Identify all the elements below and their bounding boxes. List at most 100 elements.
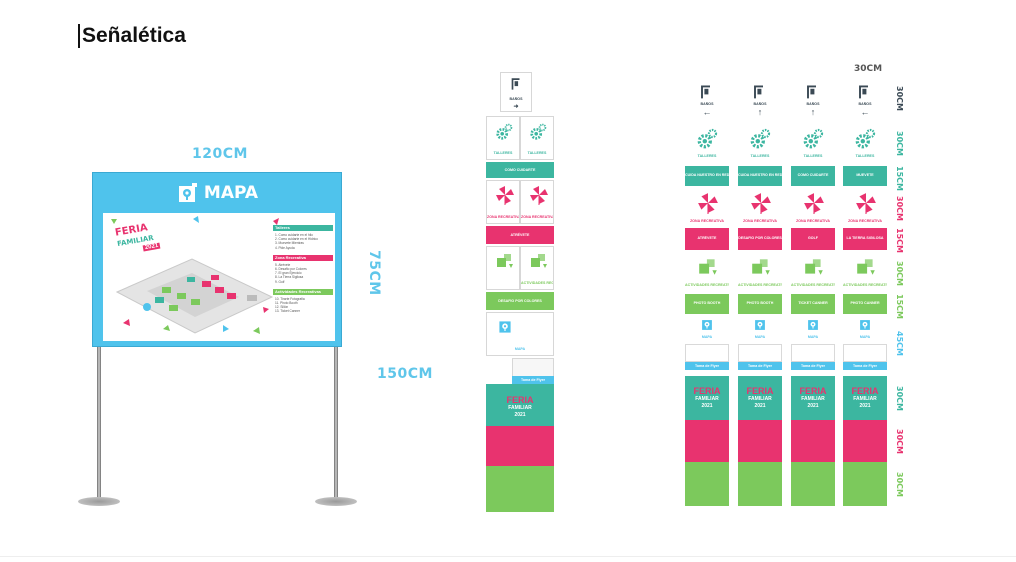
column-band-label: DESAFIO POR COLORES	[738, 236, 782, 240]
tower-bathroom-label: BAÑOS	[509, 97, 523, 101]
legend-item: 5. Atrévete	[275, 262, 291, 267]
column-talleres-label: TALLERES	[750, 154, 770, 158]
row-dimension-label: 30CM	[895, 195, 904, 221]
column-logo-line1: FERIA	[851, 386, 879, 396]
row-dimension-label: 15CM	[895, 166, 904, 191]
row-dimension-label: 30CM	[895, 130, 904, 156]
gear-icon	[496, 123, 513, 140]
column-mapa-cell: MAPA	[843, 316, 887, 344]
column-activ-cell: ACTIVIDADES RECREATIVAS	[685, 252, 729, 294]
column-bathroom-cell: BAÑOS←	[685, 76, 729, 120]
puzzle-icon	[752, 259, 770, 275]
column-flyer-label: Toma de Flyer	[747, 364, 773, 368]
row-dimension-label: 15CM	[895, 294, 904, 319]
pinwheel-icon	[856, 193, 876, 214]
tower-green-block	[486, 466, 554, 512]
column-flyer-band: Toma de Flyer	[791, 362, 835, 370]
column-activ-label: ACTIVIDADES RECREATIVAS	[791, 283, 835, 287]
tower-band: COMO CUIDARTE	[486, 162, 554, 178]
footer-divider	[0, 556, 1016, 557]
row-dimension-label: 30CM	[895, 385, 904, 411]
gear-icon	[803, 128, 824, 149]
column-teal-band: CUIDA NUESTRO EN RED	[685, 166, 729, 186]
row-dimension-label: 45CM	[895, 330, 904, 356]
puzzle-icon	[805, 259, 823, 275]
column-teal-band: MUEVETE	[843, 166, 887, 186]
column-band-label: PHOTO BOOTH	[693, 301, 721, 305]
column-flyer-label: Toma de Flyer	[852, 364, 878, 368]
column-green-block	[685, 462, 729, 506]
column-band-label: PHOTO CANNER	[850, 301, 880, 305]
tower-band: DESAFIO POR COLORES	[486, 292, 554, 310]
tower-logo-line2: FAMILIAR	[508, 405, 532, 411]
puzzle-icon	[857, 259, 875, 275]
column-pink-band: GOLF	[791, 228, 835, 250]
column-flyer-pocket	[685, 344, 729, 362]
column-flyer-band: Toma de Flyer	[738, 362, 782, 370]
row-dimension-label: 30CM	[895, 471, 904, 497]
pinwheel-icon	[496, 186, 514, 205]
column-logo-year: 2021	[859, 403, 871, 409]
column-flyer-pocket	[843, 344, 887, 362]
column-arrow-icon: ↑	[810, 107, 816, 117]
column-green-band: PHOTO BOOTH	[685, 294, 729, 314]
tower-zona-label: ZONA RECREATIVA	[487, 215, 519, 219]
column-zona-cell: ZONA RECREATIVA	[738, 188, 782, 228]
map-board-header: MAPA	[93, 173, 343, 213]
column-bathroom-label: BAÑOS	[753, 102, 767, 106]
column-mapa-cell: MAPA	[685, 316, 729, 344]
gear-icon	[855, 128, 876, 149]
column-pink-band: ATRÉVETE	[685, 228, 729, 250]
tower-flyer-label: Toma de Flyer	[512, 376, 554, 384]
column-logo-line1: FERIA	[693, 386, 721, 396]
column-flyer-pocket	[791, 344, 835, 362]
legend-item: 10. Tirarte Fotografia	[275, 296, 305, 301]
column-band-label: COMO CUIDARTE	[797, 173, 829, 177]
legend-section-heading: Talleres	[273, 225, 333, 231]
tower-pink-block	[486, 426, 554, 466]
left-base	[78, 497, 120, 506]
total-height-label: 150CM	[377, 366, 433, 382]
pinwheel-icon	[804, 193, 824, 214]
column-band-label: ATRÉVETE	[697, 236, 717, 240]
legend-item: 13. Ticket Canner	[275, 309, 300, 314]
map-pin-icon	[178, 183, 197, 202]
gear-icon	[750, 128, 771, 149]
column-pink-block	[738, 420, 782, 462]
door-icon	[807, 85, 816, 99]
column-zona-label: ZONA RECREATIVA	[690, 219, 724, 223]
column-activ-label: ACTIVIDADES RECREATIVAS	[843, 283, 887, 287]
page-title: Señalética	[78, 24, 186, 48]
legend-item: 3. Muevete Mientras	[275, 241, 304, 246]
legend-item: 6. Desafio por Colores	[275, 267, 307, 271]
legend-item: 2. Como cuidarte en el Hidrico	[275, 237, 318, 242]
column-logo-line1: FERIA	[799, 386, 827, 396]
legend-item: 8. La Tierra Sigilosa	[275, 275, 304, 280]
legend-item: 1. Como cuidarte en el hilo	[275, 233, 313, 237]
column-pink-block	[791, 420, 835, 462]
column-band-label: MUEVETE	[856, 173, 874, 177]
column-zona-cell: ZONA RECREATIVA	[791, 188, 835, 228]
tower-zona-left: ZONA RECREATIVA	[486, 180, 520, 224]
column-green-band: PHOTO BOOTH	[738, 294, 782, 314]
row-dimension-label: 15CM	[895, 228, 904, 253]
tower-zona-right: ZONA RECREATIVA	[520, 180, 554, 224]
right-pole	[334, 346, 338, 500]
pinwheel-icon	[530, 186, 548, 205]
tower-band: ATRÉVETE	[486, 226, 554, 244]
map-pin-icon	[499, 321, 511, 333]
column-arrow-icon: ←	[702, 107, 712, 117]
tower-talleres-left: TALLERES	[486, 116, 520, 160]
column-zona-cell: ZONA RECREATIVA	[843, 188, 887, 228]
column-talleres-cell: TALLERES	[843, 122, 887, 164]
column-logo-line2: FAMILIAR	[853, 396, 877, 402]
map-board: MAPA FERIA FAMILIAR 2021	[92, 172, 342, 347]
column-mapa-label: MAPA	[754, 335, 766, 339]
column-band-label: PHOTO BOOTH	[746, 301, 774, 305]
